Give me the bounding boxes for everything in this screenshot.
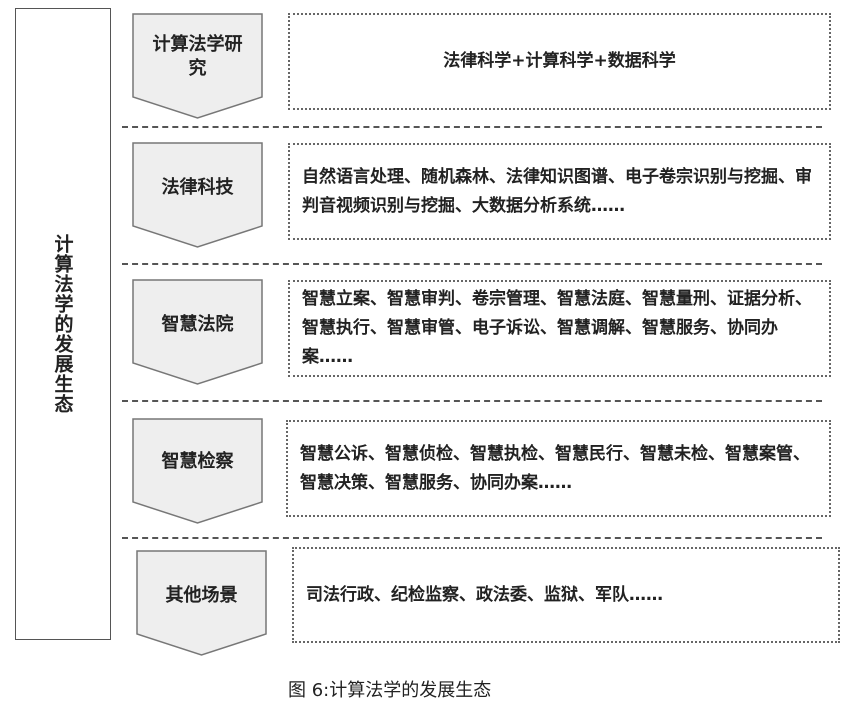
- stage-content-legal-tech: 自然语言处理、随机森林、法律知识图谱、电子卷宗识别与挖掘、审判音视频识别与挖掘、…: [288, 143, 831, 240]
- ecosystem-side-label-box: 计算法学的发展生态: [15, 8, 111, 640]
- stage-content-research: 法律科学+计算科学+数据科学: [288, 13, 831, 110]
- divider: [122, 537, 822, 539]
- stage-content-text: 智慧公诉、智慧侦检、智慧执检、智慧民行、智慧未检、智慧案管、智慧决策、智慧服务、…: [300, 443, 810, 493]
- stage-content-text: 司法行政、纪检监察、政法委、监狱、军队……: [306, 584, 663, 605]
- figure-caption: 图 6:计算法学的发展生态: [288, 680, 492, 701]
- stage-content-smart-procuratorate: 智慧公诉、智慧侦检、智慧执检、智慧民行、智慧未检、智慧案管、智慧决策、智慧服务、…: [286, 420, 831, 517]
- stage-label: 计算法学研究: [152, 34, 243, 79]
- stage-label: 智慧法院: [161, 314, 234, 335]
- stage-content-text: 法律科学+计算科学+数据科学: [443, 51, 676, 71]
- stage-label: 法律科技: [161, 177, 234, 198]
- stage-arrow-smart-procuratorate: 智慧检察: [132, 418, 263, 524]
- stage-label: 智慧检察: [161, 451, 234, 472]
- side-label: 计算法学的发展生态: [51, 234, 74, 414]
- stage-arrow-smart-court: 智慧法院: [132, 279, 263, 385]
- stage-arrow-legal-tech: 法律科技: [132, 142, 263, 248]
- stage-content-other-scenarios: 司法行政、纪检监察、政法委、监狱、军队……: [292, 547, 840, 643]
- stage-content-smart-court: 智慧立案、智慧审判、卷宗管理、智慧法庭、智慧量刑、证据分析、智慧执行、智慧审管、…: [288, 280, 831, 377]
- divider: [122, 400, 822, 402]
- divider: [122, 126, 822, 128]
- divider: [122, 263, 822, 265]
- stage-arrow-research: 计算法学研究: [132, 13, 263, 119]
- stage-label: 其他场景: [165, 585, 238, 606]
- stage-content-text: 自然语言处理、随机森林、法律知识图谱、电子卷宗识别与挖掘、审判音视频识别与挖掘、…: [302, 166, 812, 216]
- stage-arrow-other-scenarios: 其他场景: [136, 550, 267, 656]
- stage-content-text: 智慧立案、智慧审判、卷宗管理、智慧法庭、智慧量刑、证据分析、智慧执行、智慧审管、…: [302, 289, 812, 367]
